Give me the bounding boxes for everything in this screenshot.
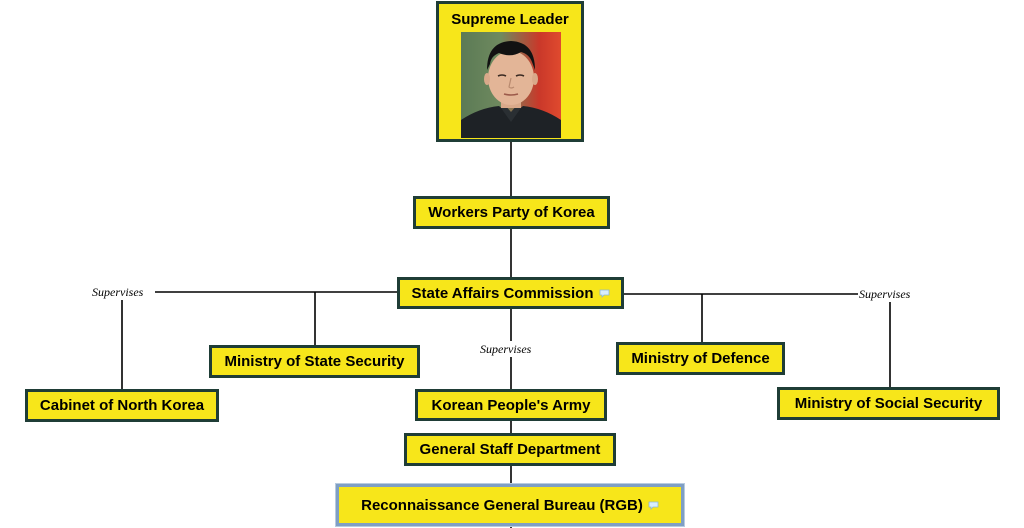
edge-label-supervises-left: Supervises	[91, 285, 145, 300]
node-ministry-state-security[interactable]: Ministry of State Security	[209, 345, 420, 378]
node-state-affairs-commission[interactable]: State Affairs Commission	[397, 277, 624, 309]
node-supreme-leader-label: Supreme Leader	[451, 11, 569, 28]
node-ministry-defence[interactable]: Ministry of Defence	[616, 342, 785, 375]
edge-label-supervises-right: Supervises	[858, 287, 912, 302]
leader-portrait-icon	[461, 32, 561, 138]
node-cabinet-label: Cabinet of North Korea	[39, 397, 205, 414]
node-workers-party-label: Workers Party of Korea	[428, 204, 595, 221]
node-ministry-social-security[interactable]: Ministry of Social Security	[777, 387, 1000, 420]
comment-bubble-icon[interactable]	[599, 289, 610, 298]
node-general-staff-label: General Staff Department	[419, 441, 601, 458]
edge-label-supervises-center: Supervises	[479, 342, 533, 357]
node-korean-peoples-army[interactable]: Korean People's Army	[415, 389, 607, 421]
node-rgb[interactable]: Reconnaissance General Bureau (RGB)	[336, 484, 684, 526]
node-rgb-label: Reconnaissance General Bureau (RGB)	[361, 496, 643, 514]
node-supreme-leader[interactable]: Supreme Leader	[436, 1, 584, 142]
node-workers-party[interactable]: Workers Party of Korea	[413, 196, 610, 229]
node-korean-peoples-army-label: Korean People's Army	[431, 396, 591, 414]
node-ministry-defence-label: Ministry of Defence	[631, 350, 770, 367]
comment-bubble-icon[interactable]	[648, 501, 659, 510]
node-state-affairs-commission-label: State Affairs Commission	[411, 284, 594, 302]
node-cabinet[interactable]: Cabinet of North Korea	[25, 389, 219, 422]
node-general-staff[interactable]: General Staff Department	[404, 433, 616, 466]
node-ministry-state-security-label: Ministry of State Security	[224, 353, 405, 370]
node-ministry-social-security-label: Ministry of Social Security	[794, 395, 983, 412]
